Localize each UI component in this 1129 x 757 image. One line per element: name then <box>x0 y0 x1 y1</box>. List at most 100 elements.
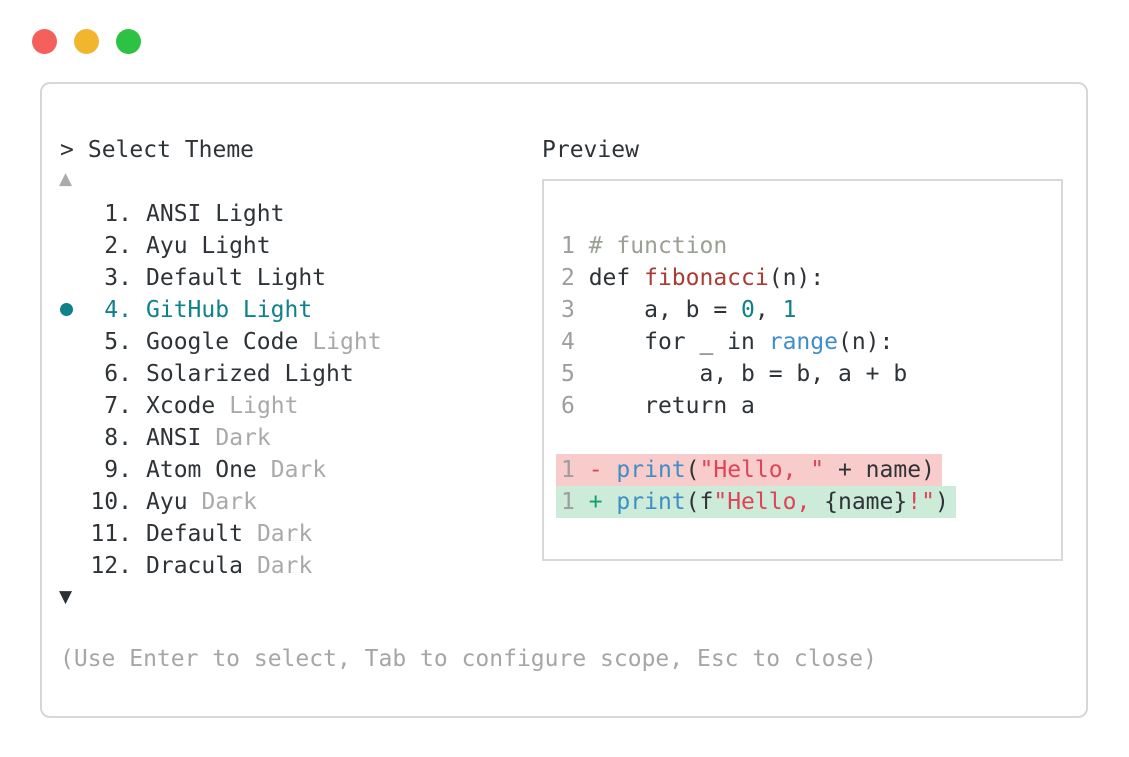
item-marker <box>60 326 88 358</box>
code-token-string: !" <box>907 489 935 515</box>
line-number: 1 <box>561 489 589 515</box>
item-number: 11. <box>90 521 132 547</box>
code-token-text: + name) <box>824 457 935 483</box>
line-number: 1 <box>561 233 589 259</box>
code-token-text: (f <box>685 489 714 515</box>
item-marker <box>60 550 88 582</box>
item-variant-suffix: Dark <box>270 457 327 483</box>
theme-item-dracula-dark[interactable]: 12. Dracula Dark <box>42 550 542 582</box>
item-marker <box>60 486 88 518</box>
item-name: Google Code <box>146 329 299 355</box>
code-token-string: "Hello, " <box>699 457 825 483</box>
item-marker <box>60 518 88 550</box>
theme-item-ayu-light[interactable]: 2.Ayu Light <box>42 230 542 262</box>
code-token-del: - <box>588 457 617 483</box>
line-number: 6 <box>561 393 589 419</box>
item-variant-suffix: Light <box>312 329 382 355</box>
scroll-up-icon[interactable]: ▲ <box>59 169 73 189</box>
item-name: Dracula <box>146 553 243 579</box>
line-number: 4 <box>561 329 589 355</box>
line-number: 3 <box>561 297 589 323</box>
theme-item-ansi-light[interactable]: 1. ANSI Light <box>42 198 542 230</box>
code-token-text: {name} <box>824 489 908 515</box>
minimize-button[interactable] <box>74 29 99 54</box>
code-line-content: 4 for _ in range(n): <box>561 329 893 355</box>
item-number: 2. <box>104 233 132 259</box>
item-number: 4. <box>104 297 132 323</box>
item-number: 1. <box>104 201 132 227</box>
item-variant-suffix: Dark <box>215 425 271 451</box>
code-token-text: ) <box>934 489 949 515</box>
diff-added-line: 1 + print(f"Hello, {name}!") <box>544 486 1061 518</box>
close-button[interactable] <box>32 29 57 54</box>
scroll-down-icon[interactable]: ▼ <box>59 587 73 607</box>
code-token-ins: + <box>588 489 617 515</box>
theme-item-atom-one-dark[interactable]: 9. Atom One Dark <box>42 454 542 486</box>
code-token-number: 0 <box>741 297 755 323</box>
item-marker <box>60 294 88 326</box>
theme-item-github-light[interactable]: 4. GitHub Light <box>42 294 542 326</box>
code-token-text: a, b = b, a + b <box>588 361 908 387</box>
item-name: Atom One <box>146 457 257 483</box>
code-token-call: print <box>616 457 686 483</box>
theme-item-default-dark[interactable]: 11. Default Dark <box>42 518 542 550</box>
code-token-call: print <box>616 489 686 515</box>
item-name: Default <box>146 521 243 547</box>
code-token-text: (n): <box>837 329 894 355</box>
item-number: 7. <box>104 393 132 419</box>
theme-item-default-light[interactable]: 3. Default Light <box>42 262 542 294</box>
item-variant-suffix: Dark <box>201 489 257 515</box>
code-token-text: ( <box>685 457 700 483</box>
item-name: Default Light <box>146 265 327 291</box>
code-token-function: fibonacci <box>644 265 769 291</box>
picker-title: Select Theme <box>87 137 255 163</box>
code-token-comment: # function <box>588 233 728 259</box>
zoom-button[interactable] <box>116 29 141 54</box>
selection-bullet-icon <box>60 303 73 316</box>
code-line-content: 3 a, b = 0, 1 <box>561 297 796 323</box>
code-token-text: a, b = <box>588 297 742 323</box>
item-marker <box>60 454 88 486</box>
code-token-number: 1 <box>782 297 797 323</box>
item-variant-suffix: Light <box>229 393 299 419</box>
code-token-text: (n): <box>768 265 825 291</box>
code-line: 6 return a <box>544 390 1061 422</box>
item-name: GitHub Light <box>146 297 313 323</box>
code-token-call: range <box>768 329 838 355</box>
item-number: 6. <box>104 361 132 387</box>
line-number: 2 <box>561 265 589 291</box>
item-variant-suffix: Dark <box>256 553 313 579</box>
item-number: 3. <box>104 265 132 291</box>
code-token-text: for _ in <box>588 329 769 355</box>
theme-list: 1. ANSI Light 2.Ayu Light 3. Default Light 4.… <box>42 198 542 582</box>
code-line: 5 a, b = b, a + b <box>544 358 1061 390</box>
code-token-text: def <box>588 265 645 291</box>
item-name: ANSI <box>146 425 202 451</box>
code-line: 3 a, b = 0, 1 <box>544 294 1061 326</box>
theme-item-solarized-light[interactable]: 6.Solarized Light <box>42 358 542 390</box>
window-controls <box>32 29 141 54</box>
item-marker <box>60 230 88 262</box>
line-number: 5 <box>561 361 589 387</box>
code-token-text: return a <box>588 393 755 419</box>
item-number: 12. <box>90 553 132 579</box>
code-line-content: 1 + print(f"Hello, {name}!") <box>556 486 956 518</box>
code-line-content: 5 a, b = b, a + b <box>561 361 907 387</box>
code-line-content: 2 def fibonacci(n): <box>561 265 824 291</box>
item-name: ANSI Light <box>146 201 285 227</box>
code-line: 4 for _ in range(n): <box>544 326 1061 358</box>
code-line-content: 1 # function <box>561 233 727 259</box>
item-variant-suffix: Dark <box>256 521 313 547</box>
code-line-content: 1 - print("Hello, " + name) <box>556 454 942 486</box>
code-line: 2 def fibonacci(n): <box>544 262 1061 294</box>
item-marker <box>60 198 88 230</box>
item-number: 9. <box>104 457 132 483</box>
code-blank-line <box>544 422 1061 454</box>
